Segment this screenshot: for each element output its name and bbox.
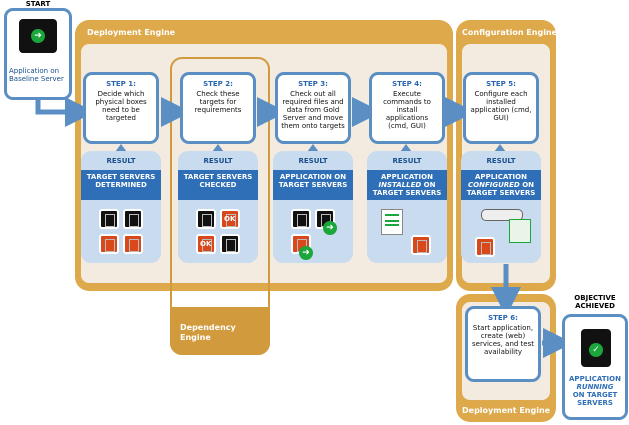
result-4: RESULT APPLICATION INSTALLED ON TARGET S… <box>367 151 447 263</box>
start-label: START <box>25 0 51 8</box>
dependency-engine-footer <box>170 307 270 355</box>
deployment-engine-bottom-label: Deployment Engine <box>462 406 551 415</box>
result-4-desc: APPLICATION INSTALLED ON TARGET SERVERS <box>367 170 447 200</box>
result-1: RESULT TARGET SERVERS DETERMINED <box>81 151 161 263</box>
server-icon <box>123 234 143 254</box>
step-5-title: STEP 5: <box>486 80 516 88</box>
step-1-text: Decide which physical boxes need to be t… <box>95 90 147 122</box>
server-icon <box>291 209 311 229</box>
server-icon <box>475 237 495 257</box>
result-5-label: RESULT <box>486 157 516 165</box>
server-ok-icon: OK <box>196 234 216 254</box>
start-caption: Application on Baseline Server <box>9 67 64 83</box>
result-3: RESULT APPLICATION ON TARGET SERVERS ➔ ➔ <box>273 151 353 263</box>
result-2-label: RESULT <box>203 157 233 165</box>
dependency-engine: Dependency Engine <box>170 57 270 355</box>
result-2-desc: TARGET SERVERS CHECKED <box>178 170 258 200</box>
step-5-box: STEP 5: Configure each installed applica… <box>463 72 539 144</box>
result-3-desc: APPLICATION ON TARGET SERVERS <box>273 170 353 200</box>
step-4-box: STEP 4: Execute commands to install appl… <box>369 72 445 144</box>
step-2-text: Check these targets for requirements <box>194 90 242 114</box>
step-2-box: STEP 2: Check these targets for requirem… <box>180 72 256 144</box>
baseline-server-icon: ➔ <box>19 19 57 53</box>
step-4-title: STEP 4: <box>392 80 422 88</box>
result-5: RESULT APPLICATION CONFIGURED ON TARGET … <box>461 151 541 263</box>
result-1-label: RESULT <box>106 157 136 165</box>
green-check-icon: ✓ <box>589 343 603 357</box>
step-3-text: Check out all required files and data fr… <box>281 90 345 130</box>
step-1-title: STEP 1: <box>106 80 136 88</box>
green-arrow-icon: ➔ <box>323 221 337 235</box>
green-arrow-icon: ➔ <box>31 29 45 43</box>
step-3-title: STEP 3: <box>298 80 328 88</box>
objective-caption: APPLICATION RUNNING ON TARGET SERVERS <box>569 375 621 407</box>
step-6-box: STEP 6: Start application, create (web) … <box>465 306 541 382</box>
window-stack-icon <box>509 219 531 243</box>
server-icon <box>123 209 143 229</box>
step-6-text: Start application, create (web) services… <box>471 324 534 356</box>
server-icon <box>196 209 216 229</box>
step-3-box: STEP 3: Check out all required files and… <box>275 72 351 144</box>
objective-label: OBJECTIVE ACHIEVED <box>574 294 616 310</box>
result-4-label: RESULT <box>392 157 422 165</box>
server-icon <box>220 234 240 254</box>
running-server-icon: ✓ <box>581 329 611 367</box>
step-5-text: Configure each installed application (cm… <box>470 90 532 122</box>
server-icon <box>411 235 431 255</box>
arrow-start-to-step1 <box>35 97 95 127</box>
step-6-title: STEP 6: <box>488 314 518 322</box>
green-arrow-icon: ➔ <box>299 246 313 260</box>
server-icon <box>99 209 119 229</box>
step-4-text: Execute commands to install applications… <box>383 90 431 130</box>
server-ok-icon: OK <box>220 209 240 229</box>
server-icon <box>99 234 119 254</box>
configuration-engine-label: Configuration Engine <box>462 28 558 37</box>
result-2: RESULT TARGET SERVERS CHECKED OK OK <box>178 151 258 263</box>
step-2-title: STEP 2: <box>203 80 233 88</box>
document-icon <box>381 209 403 235</box>
result-1-desc: TARGET SERVERS DETERMINED <box>81 170 161 200</box>
dependency-engine-label: Dependency Engine <box>180 323 236 342</box>
objective-box: ✓ APPLICATION RUNNING ON TARGET SERVERS <box>562 314 628 420</box>
step-1-box: STEP 1: Decide which physical boxes need… <box>83 72 159 144</box>
start-box: ➔ Application on Baseline Server <box>4 8 72 100</box>
result-3-label: RESULT <box>298 157 328 165</box>
config-toolbar-icon <box>481 209 523 221</box>
result-5-desc: APPLICATION CONFIGURED ON TARGET SERVERS <box>461 170 541 200</box>
deployment-engine-top-label: Deployment Engine <box>87 28 176 37</box>
